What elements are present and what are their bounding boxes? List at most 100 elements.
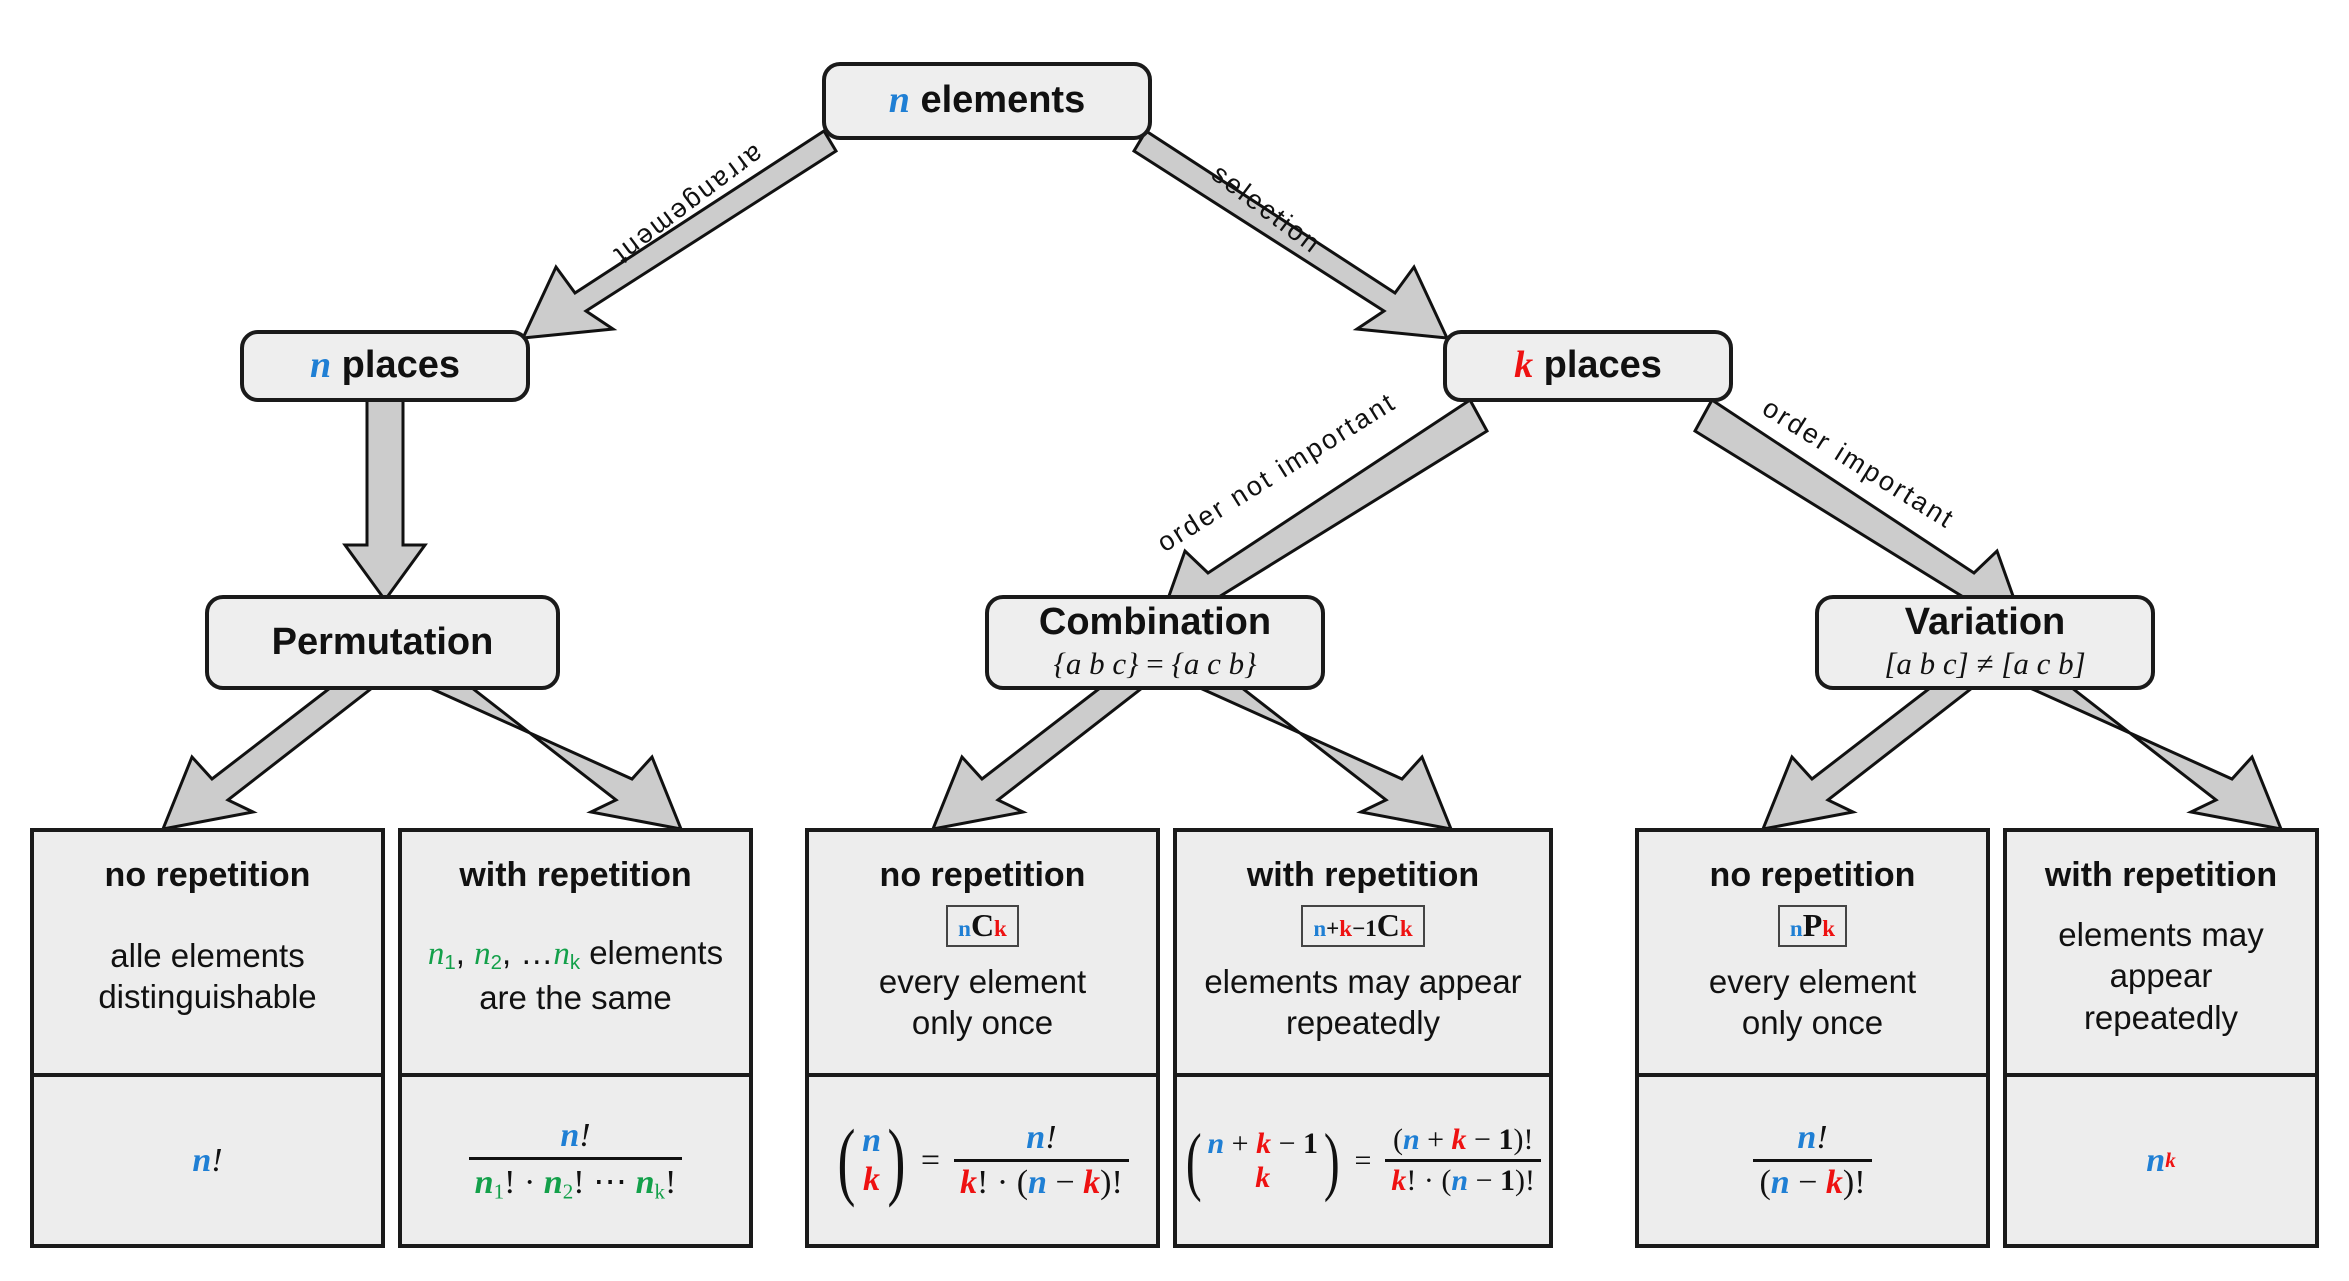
fraction-denominator: (n − k)! [1753,1159,1872,1202]
leaf-variation-no-repetition[interactable]: no repetition nPk every element only onc… [1635,828,1990,1248]
left-paren: ( [837,1112,856,1209]
combination-set-right: {a c b} [1171,646,1257,682]
subscript-2: 2 [562,1179,574,1204]
node-k-places[interactable]: k places [1443,330,1733,402]
subscript-1: 1 [444,951,456,975]
subscript-1: 1 [493,1179,505,1204]
edge-n-places-to-permutation [342,390,428,603]
fraction-numerator: n! [554,1117,596,1157]
minus-sign: − [1352,915,1366,941]
factorial-symbol: ! [1854,1164,1866,1201]
factorial-symbol: ! [573,1163,585,1201]
leaf-description: elements may appear repeatedly [1194,947,1531,1073]
variable-n: n [1789,915,1803,941]
edge-selection [1131,128,1450,340]
variable-n: n [2146,1141,2166,1179]
ellipsis: ⋯ [593,1163,628,1201]
dot-operator: · [996,1164,1009,1201]
right-paren: ) [1842,1164,1855,1201]
dot-operator: · [523,1163,536,1201]
node-permutation[interactable]: Permutation [205,595,560,690]
left-paren: ( [1185,1117,1202,1203]
factorial-symbol: ! [665,1163,677,1201]
variable-n2: n [543,1163,563,1201]
fraction: n! (n − k)! [1753,1119,1872,1202]
node-variation-sub: [a b c] ≠ [a c b] [1884,646,2085,682]
leaf-permutation-with-repetition[interactable]: with repetition n1, n2, …nk elements are… [398,828,753,1248]
variable-n1: n [427,936,445,973]
left-paren: ( [1441,1164,1452,1197]
variable-k: k [1256,1126,1272,1160]
desc-line-1: elements may appear [2058,916,2264,995]
leaf-combination-no-repetition[interactable]: no repetition nCk every element only onc… [805,828,1160,1248]
number-one: 1 [1500,1164,1516,1197]
number-one: 1 [1498,1123,1514,1156]
binomial-top: n + k − 1 [1207,1127,1318,1161]
variation-seq-right: [a c b] [2001,646,2086,682]
edge-arrangement [520,128,839,340]
variable-k-exponent: k [2165,1148,2176,1172]
desc-line-2: only once [1741,1004,1884,1041]
subscript-k: k [569,951,581,975]
variable-n: n [1026,1119,1046,1156]
variable-n: n [192,1141,212,1179]
combination-set-left: {a b c} [1053,646,1139,682]
equals-sign: = [1354,1143,1372,1177]
node-n-elements[interactable]: n elements [822,62,1152,140]
minus-sign: − [1475,1164,1493,1197]
variable-n1: n [474,1163,494,1201]
fraction-denominator: k! · (n − 1)! [1385,1159,1542,1198]
leaf-formula: n! [34,1077,381,1244]
factorial-symbol: ! [1523,1123,1534,1156]
notation-nPk: nPk [1777,905,1848,947]
number-one: 1 [1365,915,1377,941]
leaf-description: elements may appear repeatedly [2007,895,2315,1073]
variable-n: n [958,915,971,941]
leaf-description: every element only once [1699,947,1926,1073]
leaf-combination-with-repetition[interactable]: with repetition n+k−1Ck elements may app… [1173,828,1553,1248]
left-paren: ( [1392,1123,1403,1156]
factorial-symbol: ! [977,1164,989,1201]
variable-n: n [1028,1164,1047,1201]
leaf-upper: with repetition elements may appear repe… [2007,832,2315,1077]
leaf-variation-with-repetition[interactable]: with repetition elements may appear repe… [2003,828,2319,1248]
node-combination-sub: {a b c} = {a c b} [1053,646,1256,682]
node-variation[interactable]: Variation [a b c] ≠ [a c b] [1815,595,2155,690]
node-n-places-text: places [331,344,460,387]
dot-operator: · [1423,1164,1434,1197]
variable-k: k [863,1160,881,1198]
variable-n: n [309,344,332,387]
fraction: (n + k − 1)! k! · (n − 1)! [1385,1123,1542,1198]
desc-line-1: alle elements [110,936,305,974]
node-n-elements-label: n elements [889,80,1085,121]
right-paren: ) [1323,1117,1340,1203]
fraction-numerator: n! [1791,1119,1833,1159]
subscript-k: k [654,1179,666,1204]
equals-sign: = [920,1141,941,1179]
variable-n: n [1313,915,1327,941]
variation-seq-left: [a b c] [1884,646,1969,682]
leaf-head: with repetition [459,856,692,894]
leaf-head: no repetition [1709,856,1916,894]
left-paren: ( [1016,1164,1029,1201]
factorial-symbol: ! [1406,1164,1417,1197]
edge-order-important [1693,397,2026,626]
node-n-places[interactable]: n places [240,330,530,402]
leaf-head: no repetition [879,856,1086,894]
node-combination[interactable]: Combination {a b c} = {a c b} [985,595,1325,690]
leaf-permutation-no-repetition[interactable]: no repetition alle elements distinguisha… [30,828,385,1248]
fraction: n! n1! · n2! ⋯ nk! [468,1117,683,1204]
variable-k: k [1514,344,1534,387]
binomial-stack: n + k − 1 k [1206,1127,1319,1194]
plus-sign: + [1326,915,1340,941]
notation-nCk: nCk [946,905,1019,947]
leaf-description: n1, n2, …nk elements are the same [427,934,724,1016]
variable-k: k [1339,915,1353,941]
right-paren: ) [887,1112,906,1209]
factorial-symbol: ! [579,1116,591,1154]
fraction-denominator: k! · (n − k)! [954,1159,1129,1202]
desc-line-2: repeatedly [1285,1004,1441,1041]
desc-line-2: repeatedly [2083,998,2239,1036]
